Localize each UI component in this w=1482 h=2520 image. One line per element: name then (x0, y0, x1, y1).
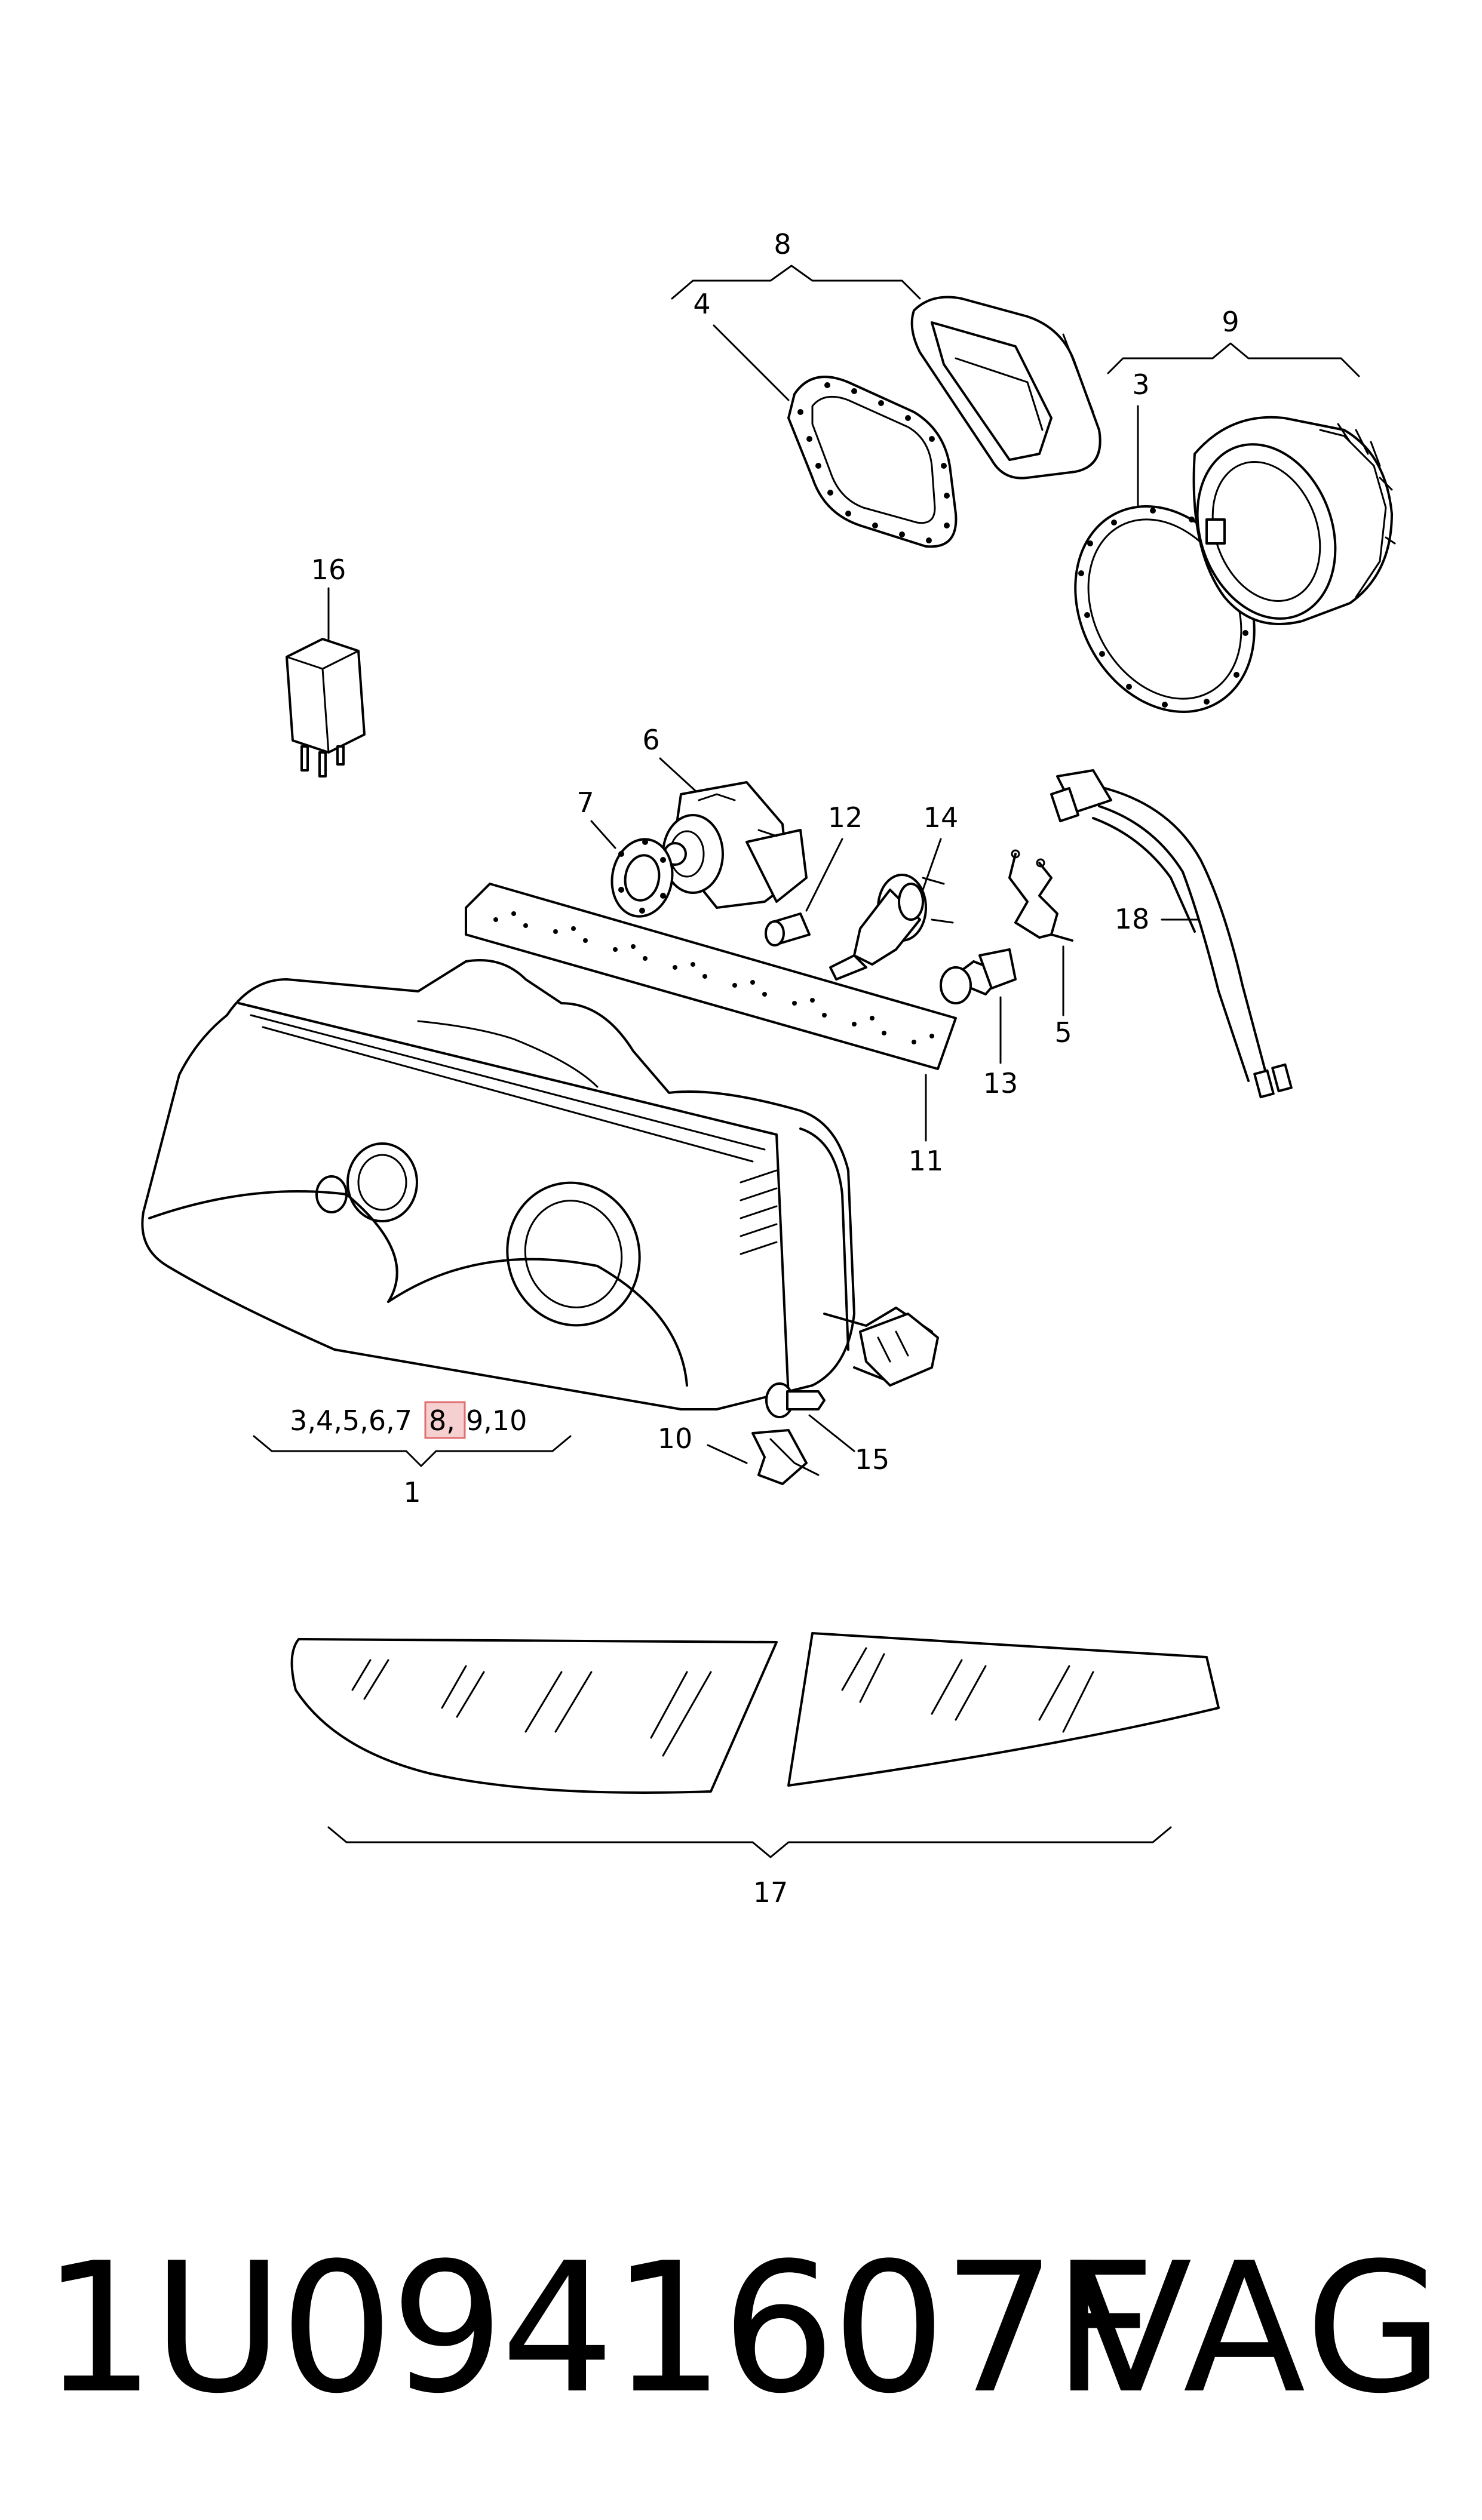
label-7: 7 (576, 786, 594, 819)
housing-cap-8 (910, 296, 1101, 480)
screw-15 (765, 1382, 826, 1418)
label-9: 9 (1222, 306, 1239, 338)
highlight-box (424, 1401, 466, 1439)
bracket-1: 3,4,5,6,7 8, 9,10 1 (253, 1401, 572, 1508)
label-4: 4 (693, 288, 710, 320)
bracket-9: 9 (1107, 306, 1360, 377)
clip-5 (1008, 849, 1073, 942)
relay-16 (286, 638, 366, 777)
ring-7 (610, 838, 674, 918)
label-13: 13 (983, 1067, 1018, 1099)
leader-12 (805, 838, 843, 912)
bulb-13 (940, 948, 1017, 1004)
brand-name: VAG (1069, 2224, 1446, 2433)
parts-diagram: 8 4 9 3 (141, 228, 1396, 1909)
label-1: 1 (403, 1476, 421, 1508)
label-16: 16 (311, 554, 346, 586)
seal-strip-11 (465, 883, 957, 1070)
leader-4 (713, 324, 790, 401)
part-number: 1U0941607F (42, 2224, 1156, 2433)
label-15: 15 (855, 1443, 890, 1476)
label-18: 18 (1115, 903, 1150, 935)
group-prefix: 3,4,5,6,7 (290, 1405, 412, 1437)
leader-14 (922, 838, 942, 891)
label-10: 10 (658, 1422, 693, 1455)
label-6: 6 (642, 724, 659, 756)
label-12: 12 (828, 801, 863, 834)
bulb-14 (829, 874, 954, 981)
label-8: 8 (774, 228, 791, 260)
label-5: 5 (1054, 1016, 1072, 1049)
bracket-8: 8 (671, 228, 921, 300)
label-11: 11 (909, 1145, 944, 1177)
harness-18 (1050, 769, 1293, 1099)
leader-10 (707, 1444, 748, 1464)
leader-7 (590, 820, 616, 849)
headlight-housing-1 (141, 959, 939, 1410)
bulb-12 (765, 912, 811, 946)
label-3: 3 (1132, 368, 1149, 401)
label-17: 17 (753, 1876, 788, 1909)
gasket-4 (787, 376, 958, 548)
group-suffix: 9,10 (466, 1405, 527, 1437)
clip-10 (751, 1429, 820, 1485)
round-cap-9 (1192, 416, 1396, 625)
group-highlight: 8, (429, 1405, 455, 1437)
motor-6 (662, 781, 808, 909)
leader-6 (659, 757, 697, 792)
label-14: 14 (923, 801, 959, 834)
leader-15 (808, 1414, 855, 1452)
glass-panels-17: 17 (290, 1632, 1220, 1909)
